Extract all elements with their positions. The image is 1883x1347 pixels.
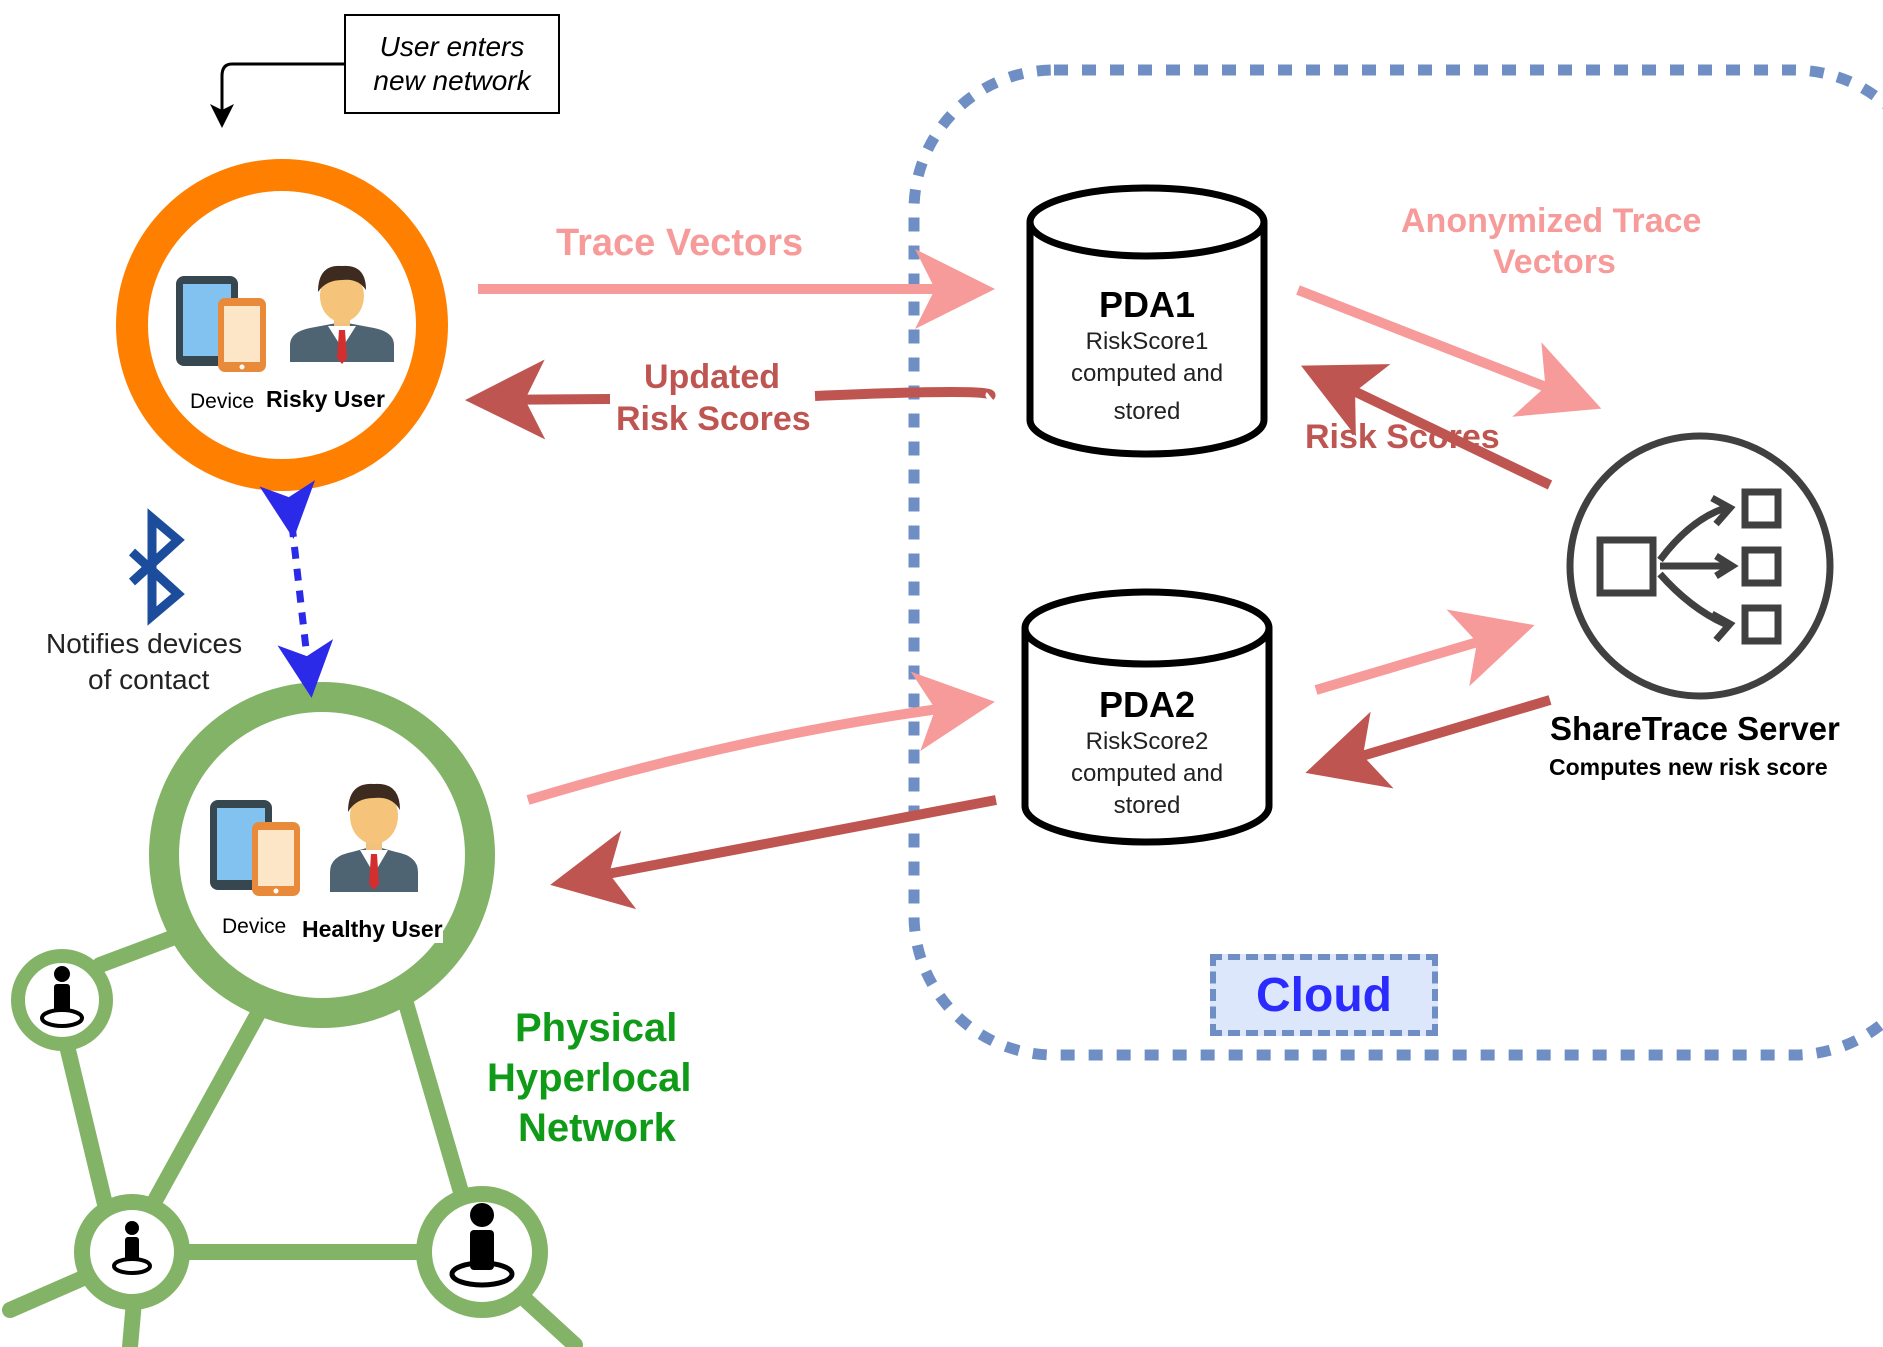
updated-risk-scores-label-1: Updated (644, 358, 780, 396)
server-icon (1566, 432, 1834, 700)
note-line-2: new network (373, 65, 531, 96)
server-subtitle: Computes new risk score (1549, 754, 1828, 780)
updated-risk-scores-arrow-left (465, 359, 611, 440)
anonymized-trace-label-2: Vectors (1493, 243, 1616, 281)
network-label-3: Network (518, 1106, 676, 1150)
updated-risk-scores-arrow-right (814, 387, 996, 401)
pda1-title: PDA1 (1098, 284, 1196, 325)
pda1-line-3: stored (1113, 398, 1181, 425)
anonymized-trace-arrow-1 (1296, 285, 1602, 417)
cloud-label: Cloud (1256, 968, 1392, 1022)
risky-user-ring (116, 159, 448, 491)
pda1-line-1: RiskScore1 (1085, 328, 1209, 355)
risky-user-label: Risky User (266, 386, 385, 412)
location-person-icon (40, 966, 84, 1028)
pda2-title: PDA2 (1098, 684, 1196, 725)
network-label-1: Physical (515, 1006, 678, 1050)
risk-scores-label: Risk Scores (1305, 418, 1500, 456)
location-person-icon (449, 1203, 515, 1288)
note-box: User enters new network (344, 14, 560, 114)
risk-scores-arrow-2 (1305, 695, 1552, 789)
healthy-device-label: Device (222, 915, 287, 938)
trace-vectors-label: Trace Vectors (556, 222, 804, 264)
risky-device-label: Device (190, 390, 255, 413)
pda2-line-3: stored (1113, 792, 1181, 819)
bluetooth-note-1: Notifies devices (46, 628, 243, 659)
bluetooth-icon (128, 508, 185, 626)
updated-risk-scores-label-2: Risk Scores (616, 400, 811, 438)
pda2-database (1021, 588, 1273, 846)
note-arrow (210, 62, 344, 128)
device-icon (210, 800, 300, 896)
pda1-line-2: computed and (1070, 360, 1224, 387)
bluetooth-note-2: of contact (88, 664, 210, 695)
pda2-line-1: RiskScore2 (1085, 728, 1209, 755)
bluetooth-link-arrow (259, 480, 334, 698)
person-icon (330, 783, 418, 892)
risk-scores-arrow-1 (1300, 364, 1553, 490)
person-icon (290, 265, 394, 364)
cloud-region (908, 64, 1883, 1061)
device-icon (176, 276, 266, 372)
trace-vectors-arrow-2 (526, 671, 995, 805)
anonymized-trace-label-1: Anonymized Trace (1401, 202, 1702, 240)
server-title: ShareTrace Server (1550, 710, 1840, 747)
note-line-1: User enters (379, 31, 525, 62)
location-person-icon (112, 1221, 152, 1275)
healthy-user-label: Healthy User (302, 916, 443, 943)
anonymized-trace-arrow-2 (1314, 609, 1535, 695)
pda2-text: PDA2 RiskScore2 computed and stored (1025, 684, 1269, 822)
network-label-2: Hyperlocal (487, 1056, 692, 1100)
cloud-label-box: Cloud (1210, 954, 1438, 1036)
pda1-text: PDA1 RiskScore1 computed and stored (1030, 284, 1264, 428)
pda1-database (1026, 184, 1268, 458)
pda2-line-2: computed and (1070, 760, 1224, 787)
updated-risk-scores-arrow-2 (550, 795, 997, 910)
